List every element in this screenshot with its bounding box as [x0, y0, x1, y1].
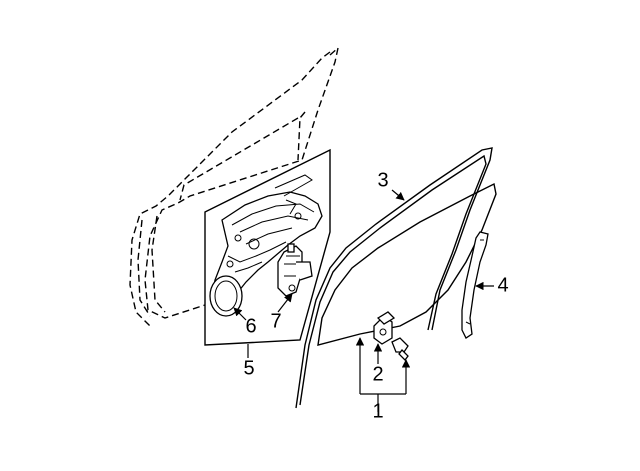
window-motor — [277, 243, 313, 297]
door-frame-outline — [129, 47, 339, 327]
bracket-bolt — [391, 337, 409, 361]
window-glass — [317, 182, 497, 346]
callout-2: 2 — [372, 363, 383, 385]
callout-4: 4 — [497, 274, 508, 296]
callout-7: 7 — [270, 310, 281, 332]
callout-6: 6 — [245, 315, 256, 337]
callout-3: 3 — [377, 169, 388, 191]
run-channel — [461, 231, 489, 339]
glass-channel-outer — [295, 147, 493, 409]
callout-5: 5 — [243, 357, 254, 379]
glass-channel-inner — [299, 154, 487, 406]
leader-lines — [233, 189, 494, 412]
regulator-panel-group — [204, 148, 331, 346]
callout-1: 1 — [372, 400, 383, 422]
window-glass-group — [295, 147, 497, 409]
panel-outline — [204, 148, 331, 346]
glass-bracket — [373, 311, 396, 345]
